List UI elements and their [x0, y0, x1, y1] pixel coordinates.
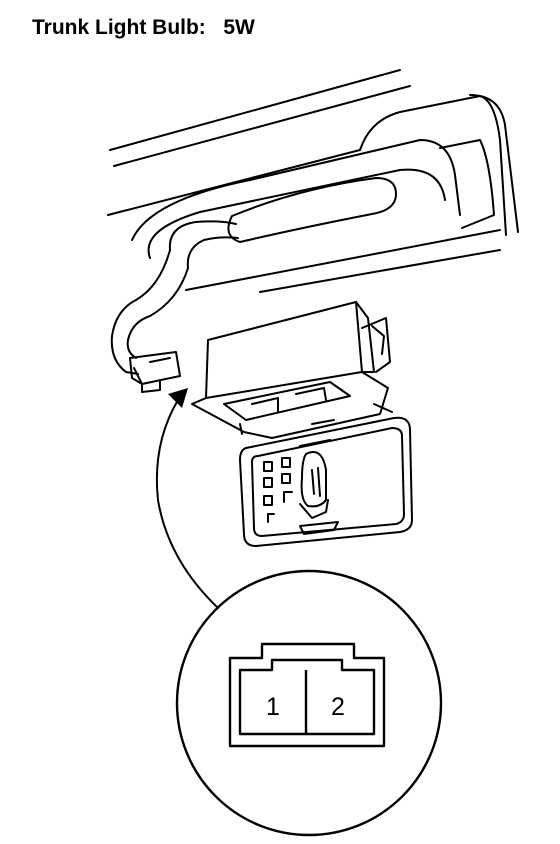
connector-pin-1: 1: [266, 693, 280, 721]
page-title: Trunk Light Bulb: 5W: [32, 16, 512, 40]
trunk-lid-panel: [107, 69, 519, 293]
arrow-head-icon: [168, 388, 188, 408]
wire-harness: [110, 177, 397, 375]
bulb-5w: [299, 451, 329, 519]
connector-pin-2: 2: [331, 693, 345, 721]
bulb-wattage: 5W: [223, 16, 255, 39]
reflector-grid: [263, 457, 293, 523]
connector-detail-view: 1 2: [175, 569, 443, 837]
pointer-arrow: [155, 399, 219, 609]
light-lens-cover: [239, 416, 413, 547]
light-housing: [191, 301, 393, 439]
harness-connector-plug: [129, 351, 181, 393]
component-name: Trunk Light Bulb:: [32, 16, 206, 39]
connector-face: [228, 642, 386, 748]
magnifier-circle: [175, 569, 443, 837]
